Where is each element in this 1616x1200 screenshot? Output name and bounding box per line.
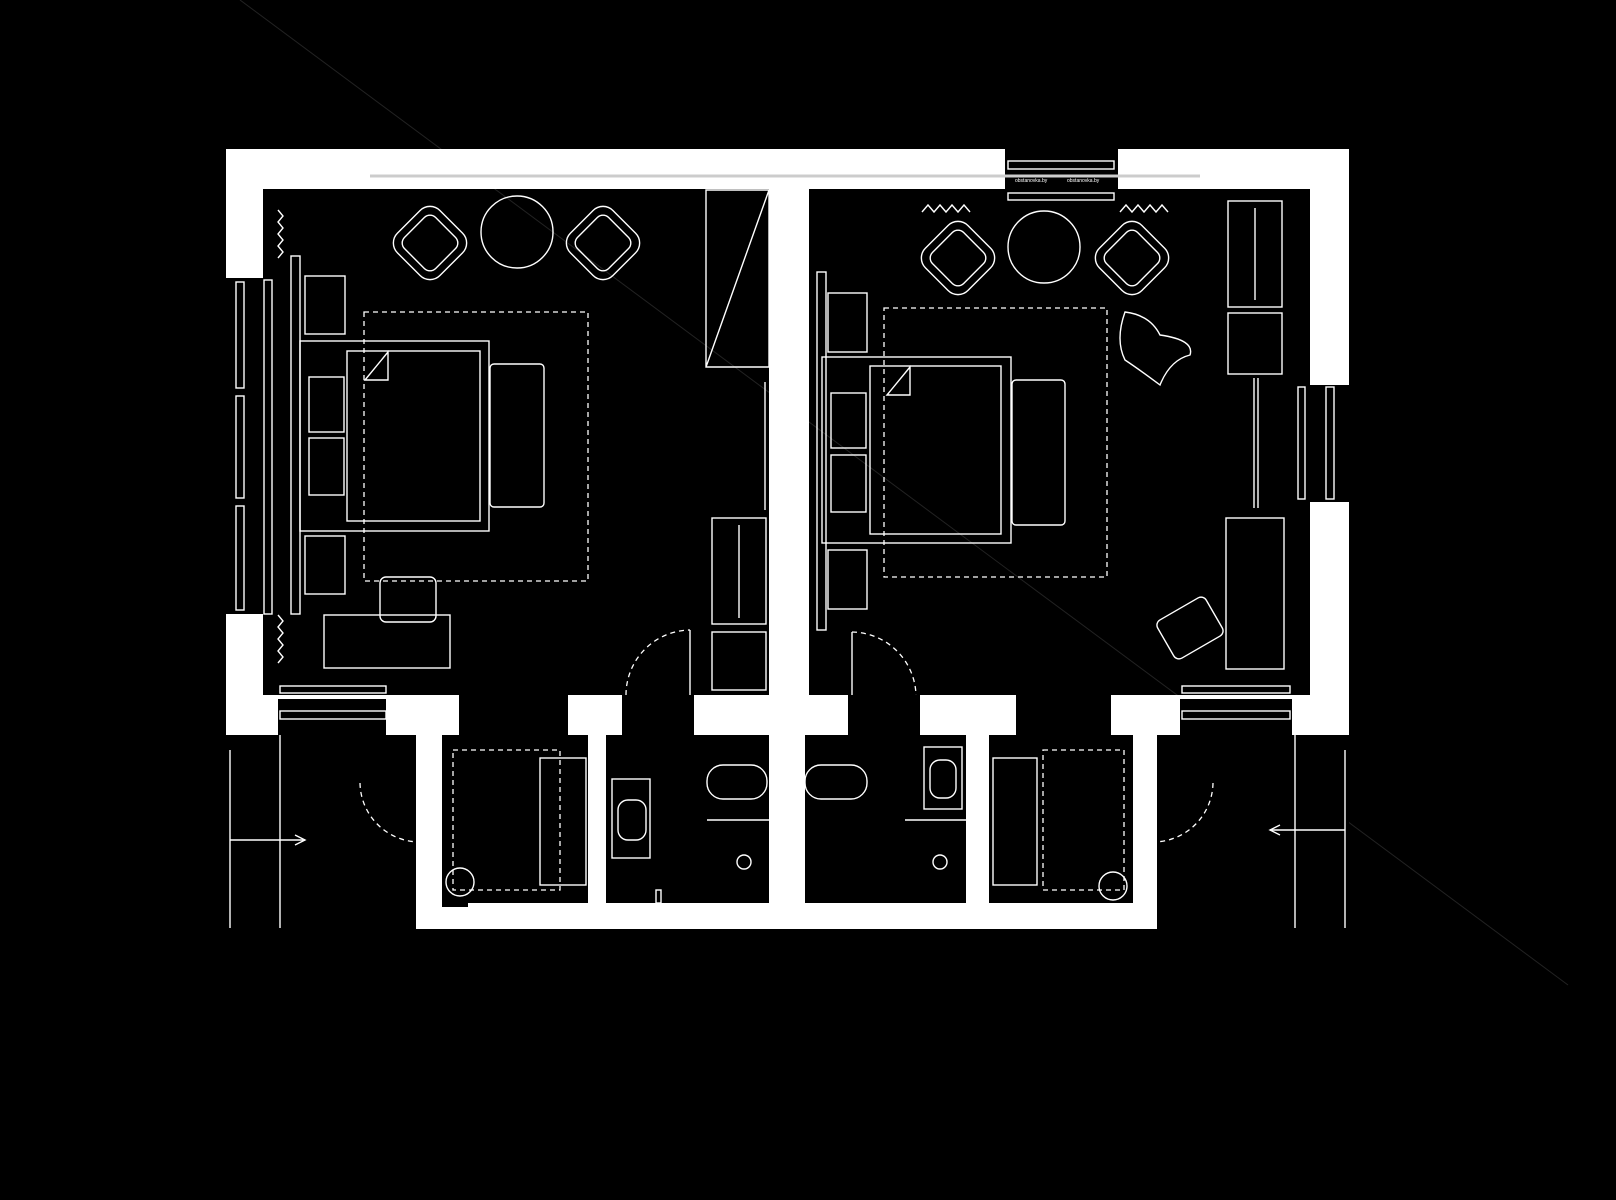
nightstand-icon xyxy=(304,535,346,595)
chair-icon xyxy=(379,576,437,623)
rug-outline xyxy=(363,311,589,582)
rug-hide-icon xyxy=(1119,311,1192,387)
coffee-table-icon xyxy=(1007,210,1081,284)
shower-icon xyxy=(932,854,948,870)
armchair-icon xyxy=(392,205,468,281)
nightstand-icon xyxy=(827,549,868,610)
right-room-furniture xyxy=(816,200,1285,696)
left-room-furniture xyxy=(277,189,770,696)
sink-icon xyxy=(611,778,651,859)
shelves-icon xyxy=(711,631,767,691)
closet-icon xyxy=(1227,200,1283,308)
rug-outline xyxy=(883,307,1108,578)
watermark-1: obstanovka.by xyxy=(1015,178,1048,184)
bench-icon xyxy=(1011,379,1066,526)
toilet-icon xyxy=(706,764,768,800)
chair-icon xyxy=(1156,596,1224,660)
door-swing xyxy=(851,631,917,696)
right-bath xyxy=(804,735,1346,928)
nightstand-icon xyxy=(304,275,346,335)
left-bath xyxy=(229,735,769,928)
sink-icon xyxy=(923,746,963,810)
shelves-icon xyxy=(1227,312,1283,375)
closet-icon xyxy=(711,517,767,625)
shower-icon xyxy=(736,854,752,870)
bed-icon xyxy=(299,340,490,532)
bench-icon xyxy=(489,363,545,508)
nightstand-icon xyxy=(827,292,868,353)
armchair-icon xyxy=(920,220,996,296)
desk-icon xyxy=(1225,517,1285,670)
desk-icon xyxy=(323,614,451,669)
toilet-icon xyxy=(804,764,868,800)
curtain-icon xyxy=(277,209,284,259)
coffee-table-icon xyxy=(480,195,554,269)
bed-icon xyxy=(821,356,1012,544)
door-swing xyxy=(625,629,691,696)
windows xyxy=(235,160,1335,916)
armchair-icon xyxy=(565,205,641,281)
wardrobe-icon xyxy=(705,189,770,368)
watermark-2: obstanovka.by xyxy=(1067,178,1100,184)
armchair-icon xyxy=(1094,220,1170,296)
